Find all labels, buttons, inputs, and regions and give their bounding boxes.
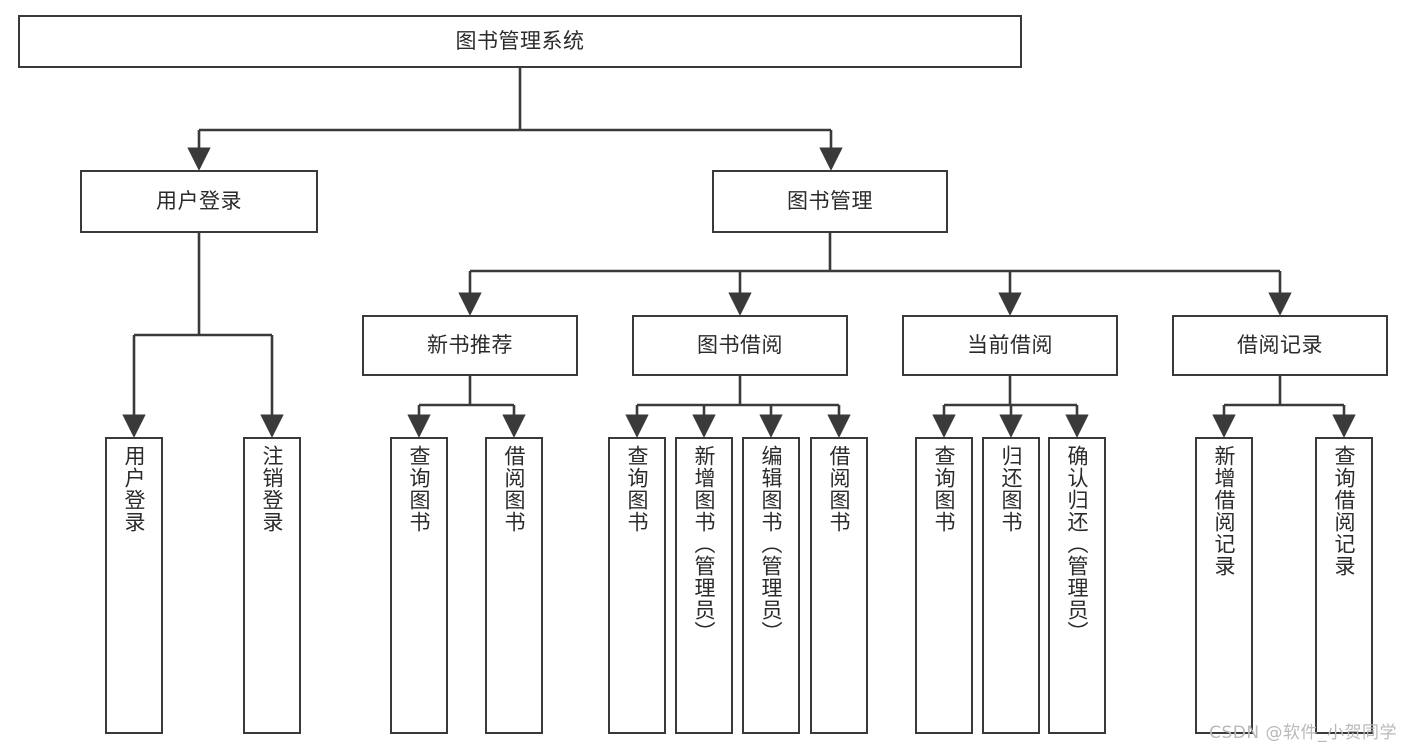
node-borrow-record[interactable]: 借阅记录 (1172, 315, 1388, 376)
leaf-book-borrow-add-book-admin[interactable]: 新增图书（管理员） (675, 437, 733, 734)
leaf-new-book-borrow-book[interactable]: 借阅图书 (485, 437, 543, 734)
node-root-book-management-system[interactable]: 图书管理系统 (18, 15, 1022, 68)
node-book-borrow[interactable]: 图书借阅 (632, 315, 848, 376)
node-book-management[interactable]: 图书管理 (712, 170, 948, 233)
leaf-book-borrow-edit-book-admin[interactable]: 编辑图书（管理员） (742, 437, 800, 734)
node-label: 当前借阅 (967, 332, 1053, 357)
leaf-current-borrow-confirm-return-admin[interactable]: 确认归还（管理员） (1048, 437, 1106, 734)
leaf-current-borrow-query-book[interactable]: 查询图书 (915, 437, 973, 734)
csdn-watermark: CSDN @软件_小贺同学 (1209, 723, 1397, 743)
node-label: 用户登录 (122, 445, 147, 533)
leaf-borrow-record-add-record[interactable]: 新增借阅记录 (1195, 437, 1253, 734)
node-label: 编辑图书（管理员） (759, 445, 784, 643)
node-label: 图书管理系统 (455, 28, 585, 53)
node-current-borrow[interactable]: 当前借阅 (902, 315, 1118, 376)
leaf-book-borrow-borrow-book[interactable]: 借阅图书 (810, 437, 868, 734)
node-label: 新书推荐 (427, 332, 513, 357)
node-user-login[interactable]: 用户登录 (80, 170, 318, 233)
leaf-new-book-query-book[interactable]: 查询图书 (390, 437, 448, 734)
node-label: 新增借阅记录 (1212, 445, 1237, 577)
node-label: 借阅图书 (827, 445, 852, 533)
leaf-user-login-logout[interactable]: 注销登录 (243, 437, 301, 734)
node-label: 确认归还（管理员） (1065, 445, 1090, 643)
node-label: 用户登录 (156, 188, 242, 213)
node-label: 查询图书 (932, 445, 957, 533)
node-label: 注销登录 (260, 445, 285, 533)
leaf-book-borrow-query-book[interactable]: 查询图书 (608, 437, 666, 734)
leaf-borrow-record-query-record[interactable]: 查询借阅记录 (1315, 437, 1373, 734)
node-label: 图书借阅 (697, 332, 783, 357)
node-label: 借阅记录 (1237, 332, 1323, 357)
node-label: 归还图书 (999, 445, 1024, 533)
node-label: 新增图书（管理员） (692, 445, 717, 643)
node-label: 图书管理 (787, 188, 873, 213)
node-label: 查询图书 (407, 445, 432, 533)
leaf-current-borrow-return-book[interactable]: 归还图书 (982, 437, 1040, 734)
node-label: 查询图书 (625, 445, 650, 533)
node-label: 查询借阅记录 (1332, 445, 1357, 577)
leaf-user-login-login[interactable]: 用户登录 (105, 437, 163, 734)
node-new-book-recommend[interactable]: 新书推荐 (362, 315, 578, 376)
node-label: 借阅图书 (502, 445, 527, 533)
